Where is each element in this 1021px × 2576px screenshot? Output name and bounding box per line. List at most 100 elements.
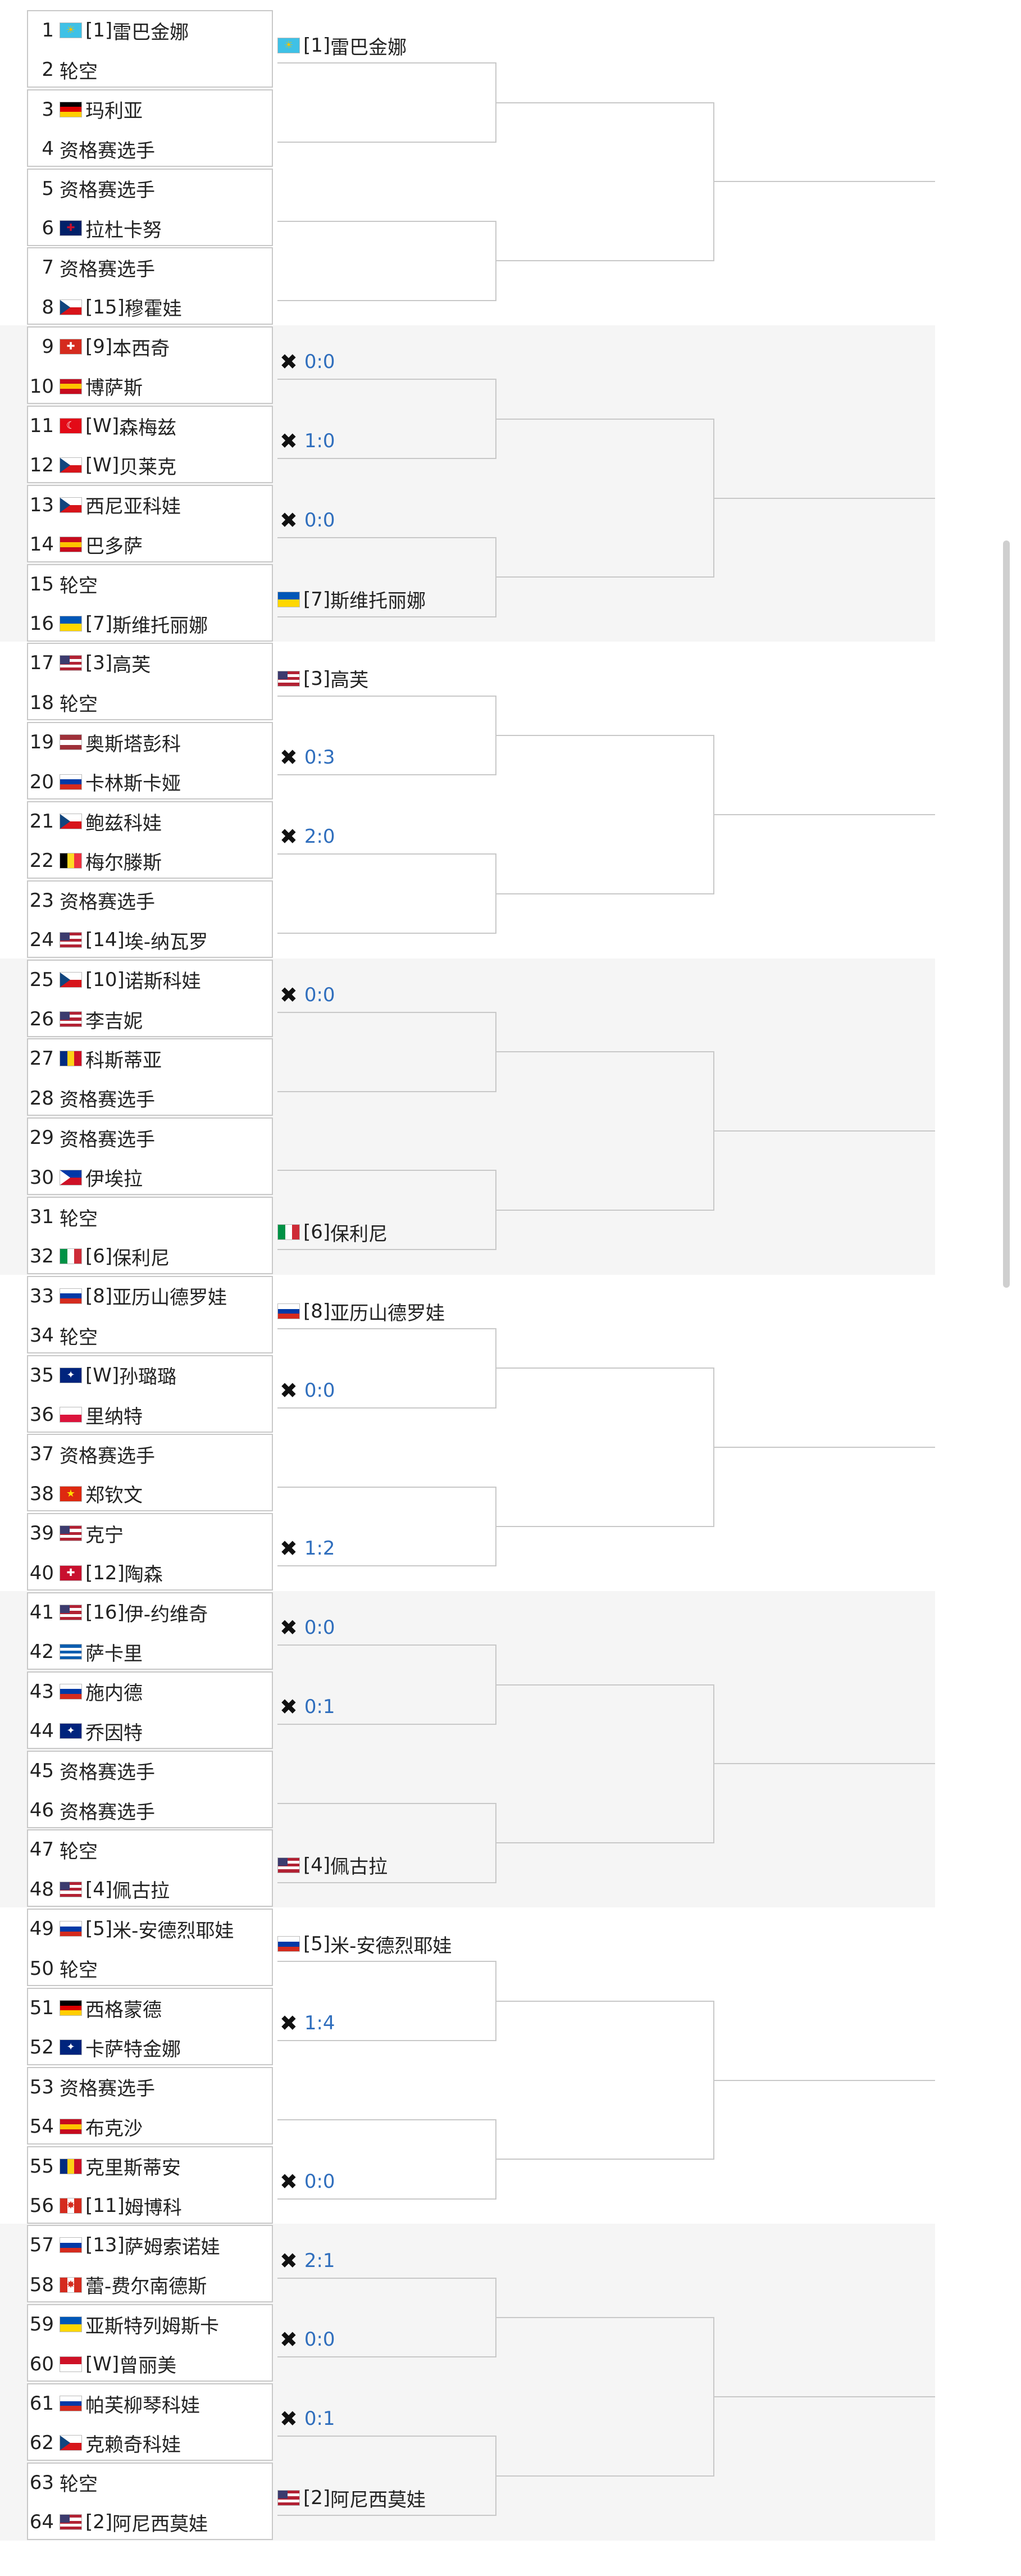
match-status[interactable]: ✖1:2 [277,1532,496,1565]
match-status[interactable]: ✖0:0 [277,503,496,537]
advanced-player[interactable]: [3]高芙 [277,662,496,696]
player-entry[interactable]: 6✚拉杜卡努 [29,209,276,247]
flag-icon-au: ✦ [60,2039,82,2056]
bracket-line [277,2040,495,2042]
player-entry[interactable]: 35✦[W]孙璐璐 [29,1356,276,1394]
player-entry[interactable]: 24[14]埃-纳瓦罗 [29,921,276,959]
match-status[interactable]: ✖2:0 [277,820,496,853]
player-entry[interactable]: 41[16]伊-约维奇 [29,1593,276,1632]
player-entry[interactable]: 8[15]穆霍娃 [29,288,276,326]
player-entry[interactable]: 60[W]曾丽美 [29,2345,276,2383]
player-name: 帕芙柳琴科娃 [85,2394,200,2417]
advanced-player[interactable]: [4]佩古拉 [277,1848,496,1882]
match-status[interactable]: ✖0:0 [277,2165,496,2198]
player-entry[interactable]: 25[10]诺斯科娃 [29,961,276,999]
match-status[interactable]: ✖0:0 [277,2323,496,2356]
versus-icon: ✖ [280,2169,298,2194]
player-entry[interactable]: 11☾[W]森梅兹 [29,407,276,445]
player-entry[interactable]: 1☀[1]雷巴金娜 [29,11,276,49]
advanced-player[interactable]: [2]阿尼西莫娃 [277,2481,496,2515]
player-entry[interactable]: 57[13]萨姆索诺娃 [29,2226,276,2264]
advanced-player[interactable]: ☀[1]雷巴金娜 [277,29,496,62]
match-status[interactable]: ✖0:0 [277,978,496,1012]
scrollbar[interactable] [1003,540,1010,1288]
player-entry[interactable]: 40✚[12]陶森 [29,1554,276,1592]
player-entry[interactable]: 64[2]阿尼西莫娃 [29,2503,276,2541]
player-entry[interactable]: 48[4]佩古拉 [29,1870,276,1909]
advanced-player[interactable]: [6]保利尼 [277,1215,496,1249]
seed-label: [9] [85,335,113,358]
match-status[interactable]: ✖0:3 [277,740,496,774]
draw-number: 38 [29,1482,54,1505]
match-status[interactable]: ✖1:0 [277,424,496,458]
match-status[interactable]: ✖0:0 [277,345,496,379]
bracket-line [495,576,713,578]
player-entry[interactable]: 12[W]贝莱克 [29,446,276,484]
player-entry[interactable]: 17[3]高芙 [29,644,276,682]
seed-label: [W] [85,2352,120,2375]
advanced-player[interactable]: [5]米-安德烈耶娃 [277,1927,496,1961]
player-entry[interactable]: 44✦乔因特 [29,1712,276,1750]
match-status[interactable]: ✖0:1 [277,2402,496,2436]
player-entry[interactable]: 52✦卡萨特金娜 [29,2028,276,2066]
player-entry[interactable]: 16[7]斯维托丽娜 [29,605,276,643]
player-entry[interactable]: 58✸蕾-费尔南德斯 [29,2266,276,2304]
player-entry[interactable]: 33[8]亚历山德罗娃 [29,1277,276,1315]
match-status[interactable]: ✖0:1 [277,1690,496,1724]
player-entry[interactable]: 38★郑钦文 [29,1475,276,1513]
seed-label: [3] [85,652,113,675]
match-status[interactable]: ✖2:1 [277,2244,496,2278]
flag-icon-cz [60,497,82,513]
advanced-player[interactable]: [8]亚历山德罗娃 [277,1294,496,1328]
versus-icon: ✖ [280,982,298,1007]
match-status[interactable]: ✖0:0 [277,1611,496,1644]
advanced-player[interactable]: [7]斯维托丽娜 [277,583,496,616]
flag-icon-cz [60,814,82,829]
player-entry[interactable]: 56✸[11]姆博科 [29,2187,276,2225]
player-entry[interactable]: 9✚[9]本西奇 [29,328,276,366]
player-entry[interactable]: 49[5]米-安德烈耶娃 [29,1910,276,1948]
match-status[interactable]: ✖0:0 [277,1374,496,1407]
player-entry[interactable]: 32[6]保利尼 [29,1237,276,1275]
match-status[interactable]: ✖1:4 [277,2006,496,2040]
